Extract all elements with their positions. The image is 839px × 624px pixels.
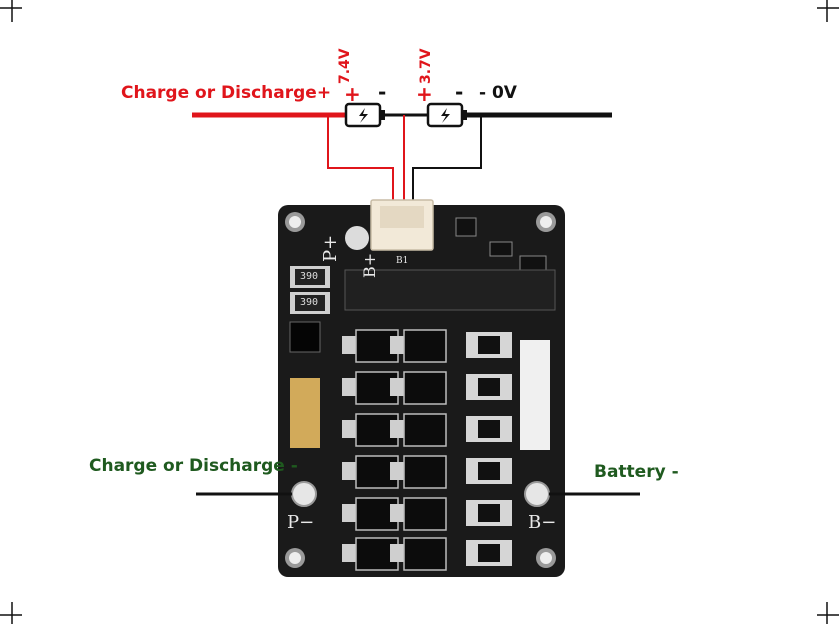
mosfet bbox=[390, 413, 447, 447]
charge-discharge-minus-label: Charge or Discharge - bbox=[89, 456, 298, 476]
mosfet bbox=[342, 497, 399, 531]
mosfet bbox=[390, 455, 447, 489]
plus-sign-1: + bbox=[344, 82, 361, 106]
shunt-resistor-array bbox=[466, 332, 512, 566]
gold-pad bbox=[290, 378, 320, 448]
shunt-resistor bbox=[466, 416, 512, 442]
mosfet bbox=[390, 497, 447, 531]
voltage-7v4-label: 7.4V bbox=[337, 48, 353, 84]
resistor-1-marking: 390 bbox=[300, 271, 319, 282]
mosfet bbox=[390, 329, 447, 363]
silk-b-plus: B+ bbox=[360, 252, 379, 278]
resistor-2-marking: 390 bbox=[300, 297, 319, 308]
b-minus-pad bbox=[524, 481, 550, 507]
shunt-resistor bbox=[466, 500, 512, 526]
shunt-resistor bbox=[466, 540, 512, 566]
silk-p-plus: P+ bbox=[320, 234, 341, 262]
zero-volt-label: - 0V bbox=[479, 83, 517, 103]
p-minus-pad bbox=[291, 481, 317, 507]
silk-p-minus: P− bbox=[287, 512, 315, 533]
shunt-resistor bbox=[466, 332, 512, 358]
minus-sign-1: - bbox=[378, 80, 387, 104]
plus-sign-2: + bbox=[416, 82, 433, 106]
voltage-3v7-label: 3.7V bbox=[418, 48, 434, 84]
battery-cell-2-icon bbox=[426, 102, 467, 128]
battery-cell-1-icon bbox=[344, 102, 385, 128]
mosfet-array bbox=[342, 329, 447, 571]
shunt-resistor bbox=[466, 458, 512, 484]
charge-discharge-plus-label: Charge or Discharge+ bbox=[121, 83, 332, 103]
mosfet bbox=[390, 371, 447, 405]
shunt-resistor bbox=[466, 374, 512, 400]
silk-b-minus: B− bbox=[528, 512, 557, 533]
battery-minus-label: Battery - bbox=[594, 462, 679, 482]
minus-sign-2: - bbox=[455, 80, 464, 104]
silk-b1: B1 bbox=[396, 256, 409, 266]
mosfet bbox=[390, 537, 447, 571]
